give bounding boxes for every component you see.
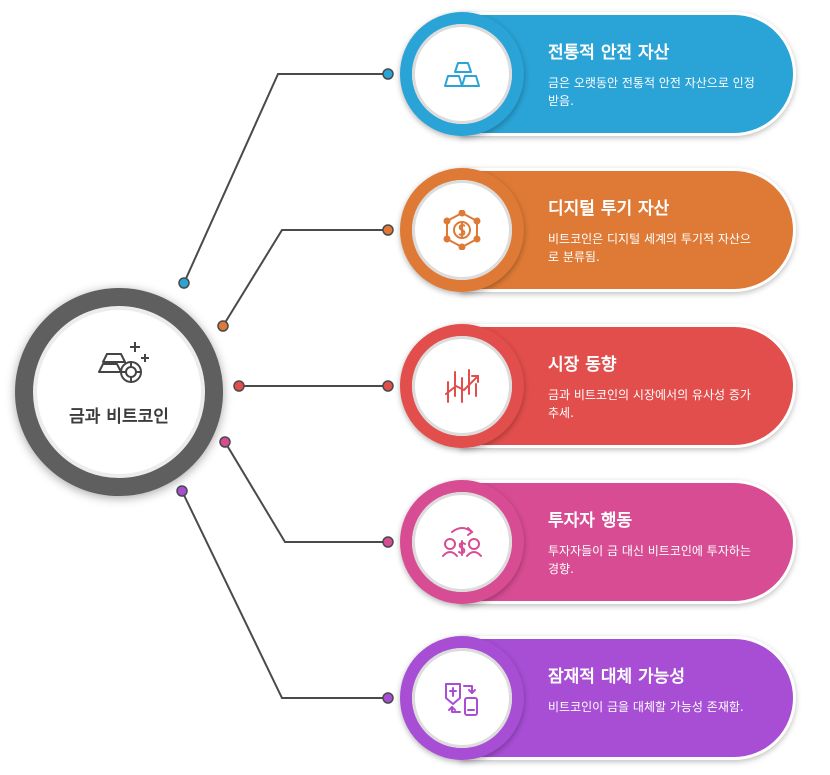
connector-dot-start-3 [233,380,245,392]
item-description: 비트코인이 금을 대체할 가능성 존재함. [548,700,744,714]
item-title: 디지털 투기 자산 [548,199,670,219]
connector-dot-start-4 [219,436,231,448]
item-description: 투자자들이 금 대신 비트코인에 투자하는 경향. [548,544,751,576]
item-card-digital-asset: 디지털 투기 자산 비트코인은 디지털 세계의 투기적 자산으로 분류됨. [400,168,796,292]
item-title: 전통적 안전 자산 [548,43,670,63]
connector-line-2 [222,229,388,327]
connector-dot-start-1 [178,277,190,289]
item-card-safe-asset: 전통적 안전 자산 금은 오랫동안 전통적 안전 자산으로 인정받음. [400,12,796,136]
item-card-investor-behavior: 투자자 행동 투자자들이 금 대신 비트코인에 투자하는 경향. [400,480,796,604]
item-icon-circle [400,480,524,604]
hub-label: 금과 비트코인 [69,407,169,427]
connector-dot-end-3 [382,380,394,392]
connector-dot-start-2 [217,320,229,332]
gold-bars-coin-icon [95,332,151,388]
item-icon-circle [400,636,524,760]
connector-line-5 [181,490,388,699]
market-trend-icon [442,366,482,406]
item-icon-circle [400,168,524,292]
connector-dot-end-1 [382,68,394,80]
item-description: 금은 오랫동안 전통적 안전 자산으로 인정받음. [548,76,755,108]
item-title: 투자자 행동 [548,511,633,531]
item-card-market-trend: 시장 동향 금과 비트코인의 시장에서의 유사성 증가 추세. [400,324,796,448]
central-hub: 금과 비트코인 [15,288,223,496]
connector-dot-end-2 [382,224,394,236]
connector-line-4 [224,441,388,543]
item-card-substitution: 잠재적 대체 가능성 비트코인이 금을 대체할 가능성 존재함. [400,636,796,760]
connector-line-1 [183,73,388,284]
item-title: 잠재적 대체 가능성 [548,667,685,687]
item-icon-circle [400,12,524,136]
item-description: 금과 비트코인의 시장에서의 유사성 증가 추세. [548,388,751,420]
item-description: 비트코인은 디지털 세계의 투기적 자산으로 분류됨. [548,232,751,264]
substitution-exchange-icon [442,678,482,718]
connector-dot-end-4 [382,536,394,548]
investors-exchange-icon [442,522,482,562]
connector-dot-start-5 [176,485,188,497]
dollar-network-icon [442,209,482,251]
item-title: 시장 동향 [548,355,617,375]
connector-dot-end-5 [382,692,394,704]
gold-bars-icon [442,54,482,94]
item-icon-circle [400,324,524,448]
